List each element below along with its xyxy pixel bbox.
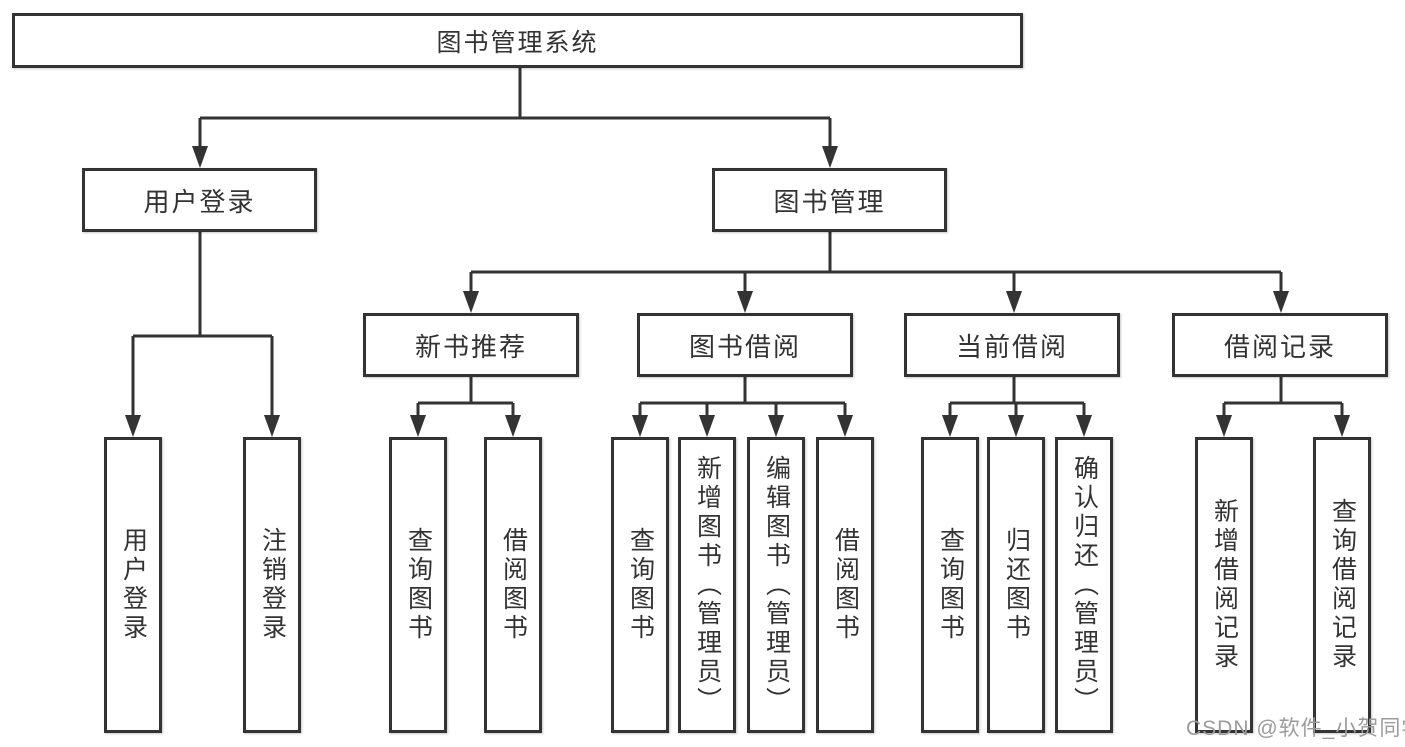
leaf-query-books-current: 查询图书 bbox=[921, 437, 979, 733]
leaf-add-books-admin: 新增图书（管理员） bbox=[678, 437, 736, 733]
leaf-query-books-recommend: 查询图书 bbox=[389, 437, 447, 733]
node-new-book-recommend: 新书推荐 bbox=[363, 313, 579, 377]
csdn-watermark: CSDN @软件_小贺同学 bbox=[1186, 717, 1405, 740]
leaf-user-login: 用户登录 bbox=[104, 437, 162, 733]
leaf-return-books: 归还图书 bbox=[987, 437, 1045, 733]
leaf-edit-books-admin: 编辑图书（管理员） bbox=[747, 437, 805, 733]
leaf-query-books-borrow: 查询图书 bbox=[611, 437, 669, 733]
leaf-confirm-return-admin: 确认归还（管理员） bbox=[1055, 437, 1113, 733]
node-current-borrowing: 当前借阅 bbox=[904, 313, 1120, 377]
leaf-add-borrow-record: 新增借阅记录 bbox=[1195, 437, 1253, 733]
leaf-query-borrow-record: 查询借阅记录 bbox=[1313, 437, 1371, 733]
node-book-borrowing: 图书借阅 bbox=[637, 313, 853, 377]
node-root-system: 图书管理系统 bbox=[12, 13, 1023, 68]
connector-path bbox=[131, 68, 1344, 417]
node-user-login-module: 用户登录 bbox=[82, 168, 317, 232]
leaf-borrow-books-recommend: 借阅图书 bbox=[484, 437, 542, 733]
arrowheads bbox=[125, 146, 1350, 437]
node-borrowing-records: 借阅记录 bbox=[1172, 313, 1388, 377]
node-book-management-module: 图书管理 bbox=[712, 168, 947, 232]
leaf-borrow-books: 借阅图书 bbox=[816, 437, 874, 733]
leaf-logout: 注销登录 bbox=[243, 437, 301, 733]
